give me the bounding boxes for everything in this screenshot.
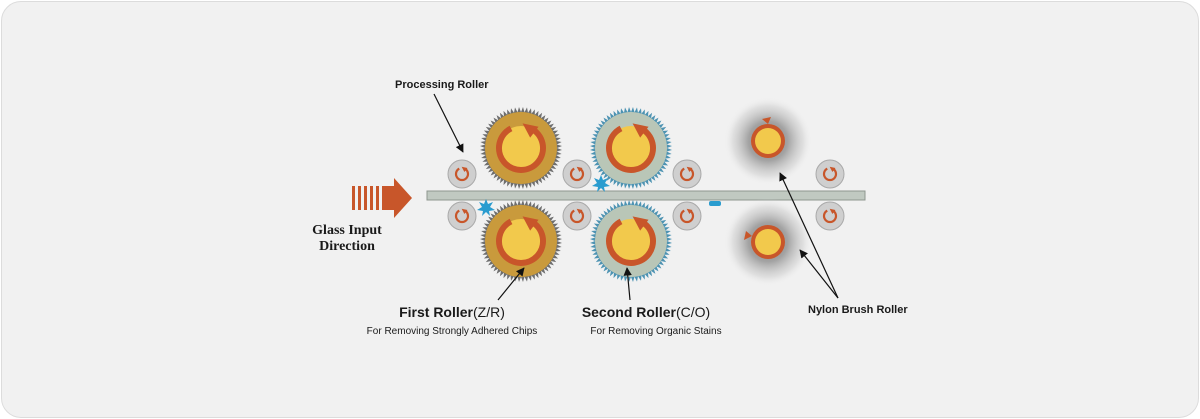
roller-core: [499, 219, 543, 263]
processing-roller: [447, 201, 477, 231]
rotation-arrowhead-icon: [632, 123, 649, 138]
rotation-arrow-icon: [496, 218, 546, 266]
rotation-arrowhead-icon: [576, 208, 583, 215]
glass-plate: [426, 190, 866, 201]
processing-roller-pointer: [433, 93, 464, 153]
processing-roller: [562, 159, 592, 189]
rotation-arrowhead-icon: [686, 208, 693, 215]
glass-input-label-line1: Glass Input: [312, 223, 382, 238]
input-direction-arrow-icon: [352, 178, 412, 218]
roller-core: [609, 219, 653, 263]
nylon-brush-roller-top: [724, 97, 812, 185]
nylon-brush-roller-label: Nylon Brush Roller: [808, 304, 908, 316]
second-roller-bottom: [590, 200, 672, 282]
rotation-arrow-icon: [454, 167, 470, 182]
second-roller-pointer: [623, 267, 632, 301]
rotation-arrow-icon: [569, 209, 585, 224]
rotation-arrowhead-icon: [522, 123, 539, 138]
nylon-brush-roller-bottom: [724, 198, 812, 286]
stain-mark: [709, 201, 721, 206]
processing-roller: [672, 201, 702, 231]
rotation-arrowhead-icon: [829, 166, 836, 173]
roller-core: [609, 126, 653, 170]
nylon-pointer-bottom: [799, 249, 839, 299]
rotation-arrow-icon: [679, 209, 695, 224]
first-roller-title-main: First Roller: [399, 304, 473, 320]
rotation-arrowhead-icon: [461, 166, 468, 173]
roller-core: [499, 126, 543, 170]
rotation-arrowhead-icon: [522, 216, 539, 231]
rotation-arrow-icon: [496, 125, 546, 173]
rotation-arrow-icon: [822, 167, 838, 182]
glass-input-label-line2: Direction: [319, 239, 375, 254]
processing-roller: [672, 159, 702, 189]
processing-roller: [447, 159, 477, 189]
rotation-arrow-icon: [744, 231, 752, 240]
rotation-arrow-icon: [762, 117, 771, 124]
first-roller-top: [480, 107, 562, 189]
rotation-arrow-icon: [606, 218, 656, 266]
second-roller-top: [590, 107, 672, 189]
first-roller-title: First Roller(Z/R): [399, 304, 505, 320]
processing-roller-label: Processing Roller: [395, 79, 489, 91]
processing-roller: [815, 159, 845, 189]
rotation-arrowhead-icon: [632, 216, 649, 231]
second-roller-title: Second Roller(C/O): [582, 304, 710, 320]
rotation-arrowhead-icon: [829, 208, 836, 215]
first-roller-bottom: [480, 200, 562, 282]
rotation-arrow-icon: [679, 167, 695, 182]
first-roller-code: (Z/R): [473, 304, 505, 320]
rotation-arrow-icon: [606, 125, 656, 173]
nylon-pointer-top: [779, 172, 839, 299]
rotation-arrow-icon: [822, 209, 838, 224]
first-roller-pointer: [497, 267, 525, 301]
first-roller-description: For Removing Strongly Adhered Chips: [367, 326, 538, 337]
debris-mark-2: [477, 199, 495, 216]
second-roller-title-main: Second Roller: [582, 304, 677, 320]
processing-roller: [815, 201, 845, 231]
rotation-arrowhead-icon: [686, 166, 693, 173]
rotation-arrowhead-icon: [461, 208, 468, 215]
second-roller-code: (C/O): [676, 304, 710, 320]
rotation-arrowhead-icon: [576, 166, 583, 173]
rotation-arrow-icon: [454, 209, 470, 224]
debris-mark-1: [592, 175, 610, 192]
processing-roller: [562, 201, 592, 231]
second-roller-description: For Removing Organic Stains: [590, 326, 721, 337]
rotation-arrow-icon: [569, 167, 585, 182]
